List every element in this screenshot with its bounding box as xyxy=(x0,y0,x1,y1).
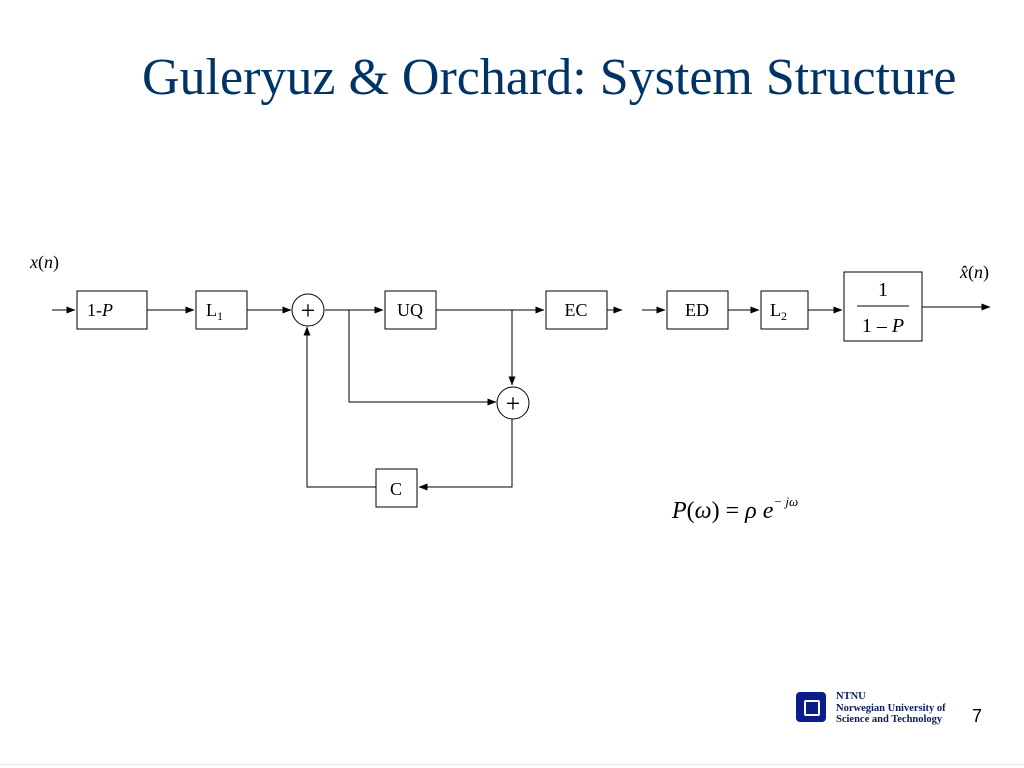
wire-branch-to-adder2 xyxy=(348,310,497,406)
bottom-divider xyxy=(0,764,1024,765)
svg-text:ED: ED xyxy=(685,300,709,320)
adder-2: + xyxy=(496,386,530,420)
block-uq: UQ xyxy=(384,290,437,330)
svg-text:1-P: 1-P xyxy=(87,300,113,320)
output-label: x̂(n) xyxy=(959,262,989,283)
svg-text:+: + xyxy=(506,389,521,418)
adder-1: + xyxy=(291,293,325,327)
input-label: x(n) xyxy=(29,252,59,273)
block-ed: ED xyxy=(666,290,729,330)
svg-text:C: C xyxy=(390,479,402,499)
footer-org-line2: Norwegian University of xyxy=(836,702,946,714)
svg-text:L2: L2 xyxy=(770,300,787,323)
slide-title: Guleryuz & Orchard: System Structure xyxy=(142,49,957,106)
wire-adder2-to-c xyxy=(418,419,513,491)
block-c: C xyxy=(375,468,418,508)
block-ec: EC xyxy=(545,290,608,330)
footer-org-line1: NTNU xyxy=(836,691,866,702)
block-prefilter: 1-P xyxy=(76,290,148,330)
svg-text:UQ: UQ xyxy=(397,300,423,320)
svg-text:L1: L1 xyxy=(206,300,223,323)
svg-text:EC: EC xyxy=(564,300,587,320)
svg-text:+: + xyxy=(301,296,316,325)
page-number: 7 xyxy=(972,706,983,726)
wire-c-to-adder1 xyxy=(303,326,376,488)
ntnu-logo-icon xyxy=(796,692,826,722)
block-inverse-filter: 1 1 – P xyxy=(843,271,923,342)
footer-org-line3: Science and Technology xyxy=(836,714,943,725)
block-l1: L1 xyxy=(195,290,248,330)
svg-text:1 – P: 1 – P xyxy=(862,315,904,337)
footer-org-text: NTNU Norwegian University of Science and… xyxy=(836,691,946,726)
svg-text:1: 1 xyxy=(878,279,888,301)
block-l2: L2 xyxy=(760,290,809,330)
